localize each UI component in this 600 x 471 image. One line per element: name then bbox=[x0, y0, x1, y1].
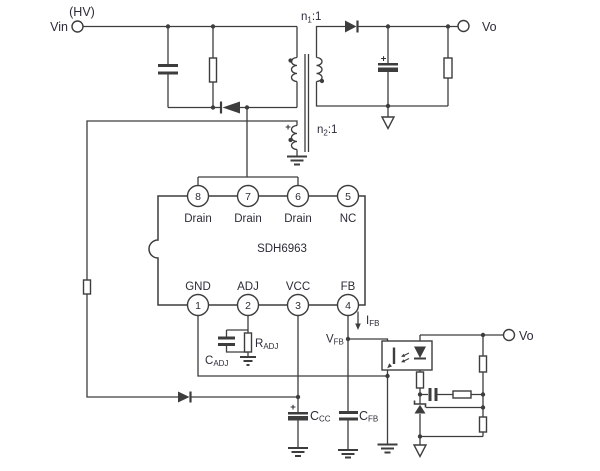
cadj-capacitor bbox=[218, 336, 235, 346]
output-rectifier-diode bbox=[345, 20, 359, 33]
comp-capacitor bbox=[428, 388, 438, 401]
pin-name-drain-7: Drain bbox=[234, 213, 261, 225]
ccc-ground-icon bbox=[288, 447, 308, 457]
ic-pin-4 bbox=[336, 293, 360, 317]
wire-secondary-bottom bbox=[315, 81, 448, 107]
cfb-ground-icon bbox=[338, 449, 358, 459]
aux-winding bbox=[290, 124, 298, 151]
ifb-label: IFB bbox=[366, 315, 379, 328]
ic-pin-7 bbox=[236, 184, 260, 208]
light-arrows-icon bbox=[401, 352, 410, 363]
wire-secondary-top bbox=[315, 25, 458, 58]
ccc-capacitor bbox=[288, 412, 308, 421]
pin-number-3: 3 bbox=[295, 300, 301, 312]
pin-number-2: 2 bbox=[245, 300, 251, 312]
secondary-ground-icon bbox=[380, 116, 396, 131]
cfb-capacitor bbox=[339, 411, 358, 421]
vfb-label: VFB bbox=[326, 334, 344, 347]
hv-label: (HV) bbox=[69, 5, 95, 19]
vin-label: Vin bbox=[50, 20, 68, 34]
ic-part-number: SDH6963 bbox=[257, 243, 307, 255]
vin-terminal bbox=[71, 20, 84, 33]
output-cap-polarity-mark: + bbox=[381, 54, 387, 65]
wire-drain-bus bbox=[197, 176, 299, 186]
wire-zener-anode bbox=[419, 414, 483, 445]
ic-pin-5 bbox=[336, 184, 360, 208]
pin-number-6: 6 bbox=[295, 191, 301, 203]
radj-label: RADJ bbox=[255, 338, 278, 351]
ccc-polarity-mark: + bbox=[290, 402, 296, 413]
ic-sdh6963: 8 7 6 5 1 2 3 4 Drain Drain Drain NC GND… bbox=[148, 184, 366, 317]
ic-pin-6 bbox=[286, 184, 310, 208]
vo-top-label: Vo bbox=[482, 20, 497, 34]
diodes bbox=[178, 20, 427, 414]
aux-phase-dot bbox=[288, 137, 293, 143]
ic-pin-3 bbox=[286, 293, 310, 317]
ic-pin-1 bbox=[186, 293, 210, 317]
grounds bbox=[240, 116, 428, 459]
ccc-label: CCC bbox=[310, 409, 331, 424]
primary-phase-dot bbox=[288, 58, 293, 63]
wires bbox=[83, 25, 504, 450]
pin-name-fb: FB bbox=[341, 281, 356, 293]
pin-number-1: 1 bbox=[195, 300, 201, 312]
vo-terminal-top bbox=[457, 19, 470, 33]
transformer-core bbox=[304, 54, 310, 152]
wire-emitter bbox=[386, 360, 395, 444]
pin-name-nc: NC bbox=[340, 213, 357, 225]
clamp-capacitor bbox=[158, 64, 178, 75]
clamp-diode bbox=[219, 101, 240, 114]
capacitors bbox=[158, 63, 438, 421]
radj-resistor bbox=[243, 332, 253, 353]
secondary-winding bbox=[316, 56, 323, 83]
cfb-label: CFB bbox=[359, 409, 378, 424]
aux-ground-icon bbox=[287, 155, 307, 166]
vcc-diode bbox=[178, 391, 192, 403]
shunt-regulator-zener bbox=[413, 400, 427, 414]
output-capacitor bbox=[378, 63, 398, 72]
phototransistor-emitter-arrow bbox=[387, 363, 392, 369]
ic-pin-8 bbox=[186, 184, 210, 208]
divider-resistor-upper bbox=[478, 355, 488, 373]
ic-pin-2 bbox=[236, 293, 260, 317]
led-series-resistor bbox=[415, 371, 425, 389]
optocoupler bbox=[381, 340, 433, 371]
opto-led bbox=[414, 346, 426, 360]
pin-name-drain-8: Drain bbox=[184, 213, 211, 225]
n1-ratio-label: n1:1 bbox=[301, 11, 321, 25]
clamp-resistor bbox=[208, 57, 218, 83]
resistors bbox=[82, 57, 488, 433]
wire-gnd-run bbox=[197, 315, 388, 377]
ifb-arrow-icon bbox=[355, 311, 361, 330]
vcc-start-resistor bbox=[82, 279, 92, 295]
emitter-ground-icon bbox=[377, 443, 398, 454]
vo-bottom-label: Vo bbox=[519, 329, 534, 343]
pin-name-adj: ADJ bbox=[237, 281, 259, 293]
pin-name-vcc: VCC bbox=[286, 281, 310, 293]
aux-polarity-mark: + bbox=[285, 122, 291, 133]
ic-body bbox=[148, 195, 366, 306]
pin-number-7: 7 bbox=[245, 191, 251, 203]
wire-adj-net bbox=[225, 315, 249, 357]
comp-resistor bbox=[452, 390, 472, 399]
pin-number-4: 4 bbox=[345, 300, 351, 312]
regulator-ground-icon bbox=[412, 444, 428, 459]
pin-number-8: 8 bbox=[195, 191, 201, 203]
junction-dots bbox=[165, 24, 486, 439]
ic-pins bbox=[186, 184, 360, 317]
output-load-resistor bbox=[443, 57, 453, 79]
transformer bbox=[288, 54, 325, 152]
pin-name-drain-6: Drain bbox=[284, 213, 311, 225]
pin-name-gnd: GND bbox=[185, 281, 211, 293]
divider-resistor-lower bbox=[478, 416, 488, 433]
n2-ratio-label: n2:1 bbox=[317, 124, 337, 138]
vo-terminal-bottom bbox=[502, 328, 516, 342]
secondary-phase-dot bbox=[319, 78, 325, 84]
cadj-label: CADJ bbox=[205, 355, 228, 368]
wire-aux-line bbox=[86, 120, 298, 398]
adj-ground-icon bbox=[240, 356, 256, 366]
pin-number-5: 5 bbox=[345, 191, 351, 203]
